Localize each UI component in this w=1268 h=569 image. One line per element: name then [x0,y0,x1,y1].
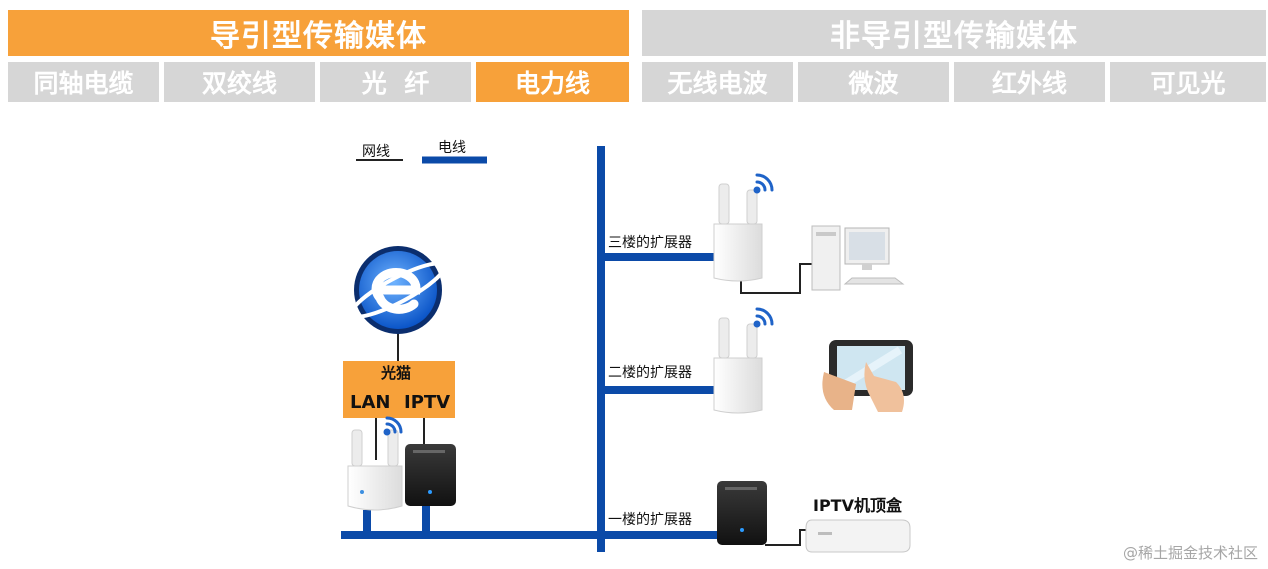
iptv-port-label: IPTV [404,392,451,413]
iptv-box-label: IPTV机顶盒 [813,496,902,515]
floor3-wifi-extender [713,183,763,282]
cell-visible-light: 可见光 [1110,62,1266,102]
cell-coaxial: 同轴电缆 [8,62,159,102]
modem-label: 光猫 [381,364,412,382]
tablet-icon [822,340,913,412]
floor3-wifi-signal-icon [753,173,774,194]
unguided-media-header: 非导引型传输媒体 [642,10,1266,56]
internet-globe-icon [349,246,447,334]
floor3-extender-label: 三楼的扩展器 [608,235,692,251]
cell-power-line: 电力线 [476,62,629,102]
optical-modem-box [343,361,455,418]
floor1-powerline-adapter [717,481,767,545]
network-cables [375,263,812,546]
lan-port-label: LAN [350,392,391,413]
floor1-extender-label: 一楼的扩展器 [608,512,692,528]
floor2-wifi-signal-icon [753,307,774,328]
iptv-set-top-box-icon [805,519,911,553]
legend-network-line-label: 网线 [362,144,390,160]
cell-twisted-pair: 双绞线 [164,62,315,102]
power-line-network [341,146,740,552]
guided-media-header: 导引型传输媒体 [8,10,629,56]
cell-microwave: 微波 [798,62,949,102]
home-wifi-signal-icon [383,416,403,436]
watermark: @稀土掘金技术社区 [1122,544,1258,562]
floor2-wifi-extender [713,317,763,414]
floor2-extender-label: 二楼的扩展器 [608,365,692,381]
desktop-computer-icon [811,225,905,291]
cell-radio: 无线电波 [642,62,793,102]
home-wifi-extender [347,429,403,511]
cell-infrared: 红外线 [954,62,1105,102]
home-powerline-adapter [405,444,456,506]
legend-power-line-label: 电线 [438,140,466,156]
cell-fiber: 光 纤 [320,62,471,102]
